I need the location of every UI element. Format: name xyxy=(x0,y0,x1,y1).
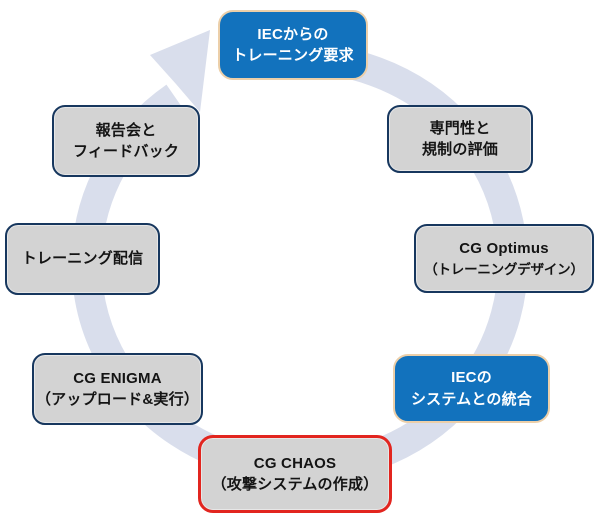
node-label-line: CG CHAOS xyxy=(253,454,337,472)
node-cg-enigma-upload-execute: CG ENIGMA （アップロード&実行） xyxy=(32,353,203,425)
node-label-line: （アップロード&実行） xyxy=(35,391,200,408)
node-expertise-regulation-evaluation: 専門性と 規制の評価 xyxy=(387,105,533,173)
node-debrief-and-feedback: 報告会と フィードバック xyxy=(52,105,200,177)
node-training-delivery: トレーニング配信 xyxy=(5,223,160,295)
node-iec-training-request: IECからの トレーニング要求 xyxy=(218,10,368,80)
node-label-line: （攻撃システムの作成） xyxy=(211,476,379,493)
node-cg-optimus-training-design: CG Optimus （トレーニングデザイン） xyxy=(414,224,594,293)
node-label-line: トレーニング要求 xyxy=(232,47,354,64)
node-label-line: 専門性と xyxy=(429,119,491,137)
node-label-line: IECの xyxy=(451,369,492,387)
node-iec-system-integration: IECの システムとの統合 xyxy=(393,354,550,423)
node-label-line: 報告会と xyxy=(95,121,157,139)
node-label-line: フィードバック xyxy=(72,143,180,160)
node-label-line: IECからの xyxy=(257,25,329,43)
node-label-line: CG Optimus xyxy=(459,240,549,258)
node-label-line: システムとの統合 xyxy=(410,390,532,408)
cycle-arrowhead-icon xyxy=(150,30,210,112)
node-label-line: CG ENIGMA xyxy=(73,369,162,387)
node-label-line: トレーニング配信 xyxy=(21,250,144,268)
node-cg-chaos-attack-system-creation: CG CHAOS （攻撃システムの作成） xyxy=(198,435,392,513)
node-label-line: （トレーニングデザイン） xyxy=(424,261,584,277)
node-label-line: 規制の評価 xyxy=(421,141,498,158)
